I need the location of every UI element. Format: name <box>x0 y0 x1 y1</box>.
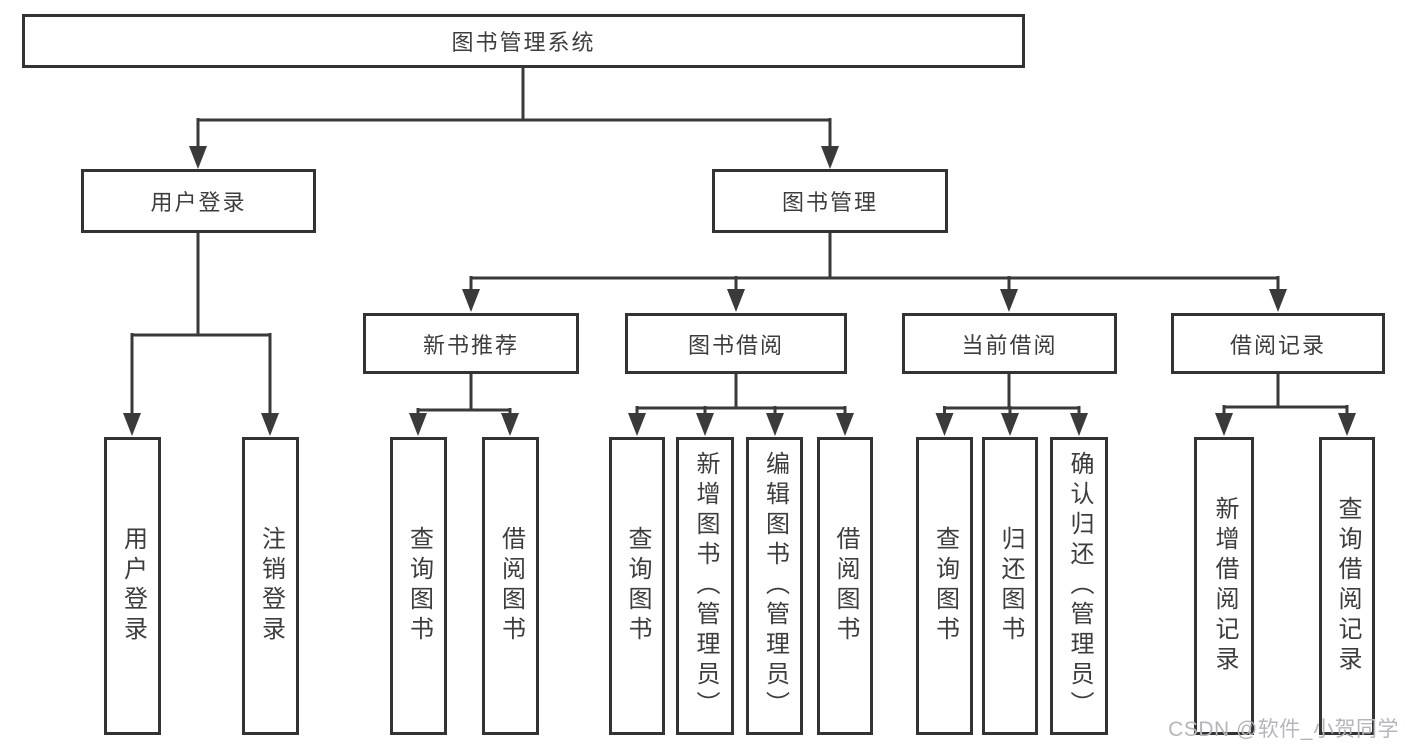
node-new-book-recommend: 新书推荐 <box>363 313 579 374</box>
node-leaf-confirm-return-admin: 确认归还（管理员） <box>1050 437 1108 735</box>
node-leaf-borrow-books: 借阅图书 <box>817 437 873 735</box>
node-leaf-current-query-books: 查询图书 <box>916 437 973 735</box>
node-leaf-logout: 注销登录 <box>242 437 299 735</box>
node-leaf-query-borrow-record: 查询借阅记录 <box>1319 437 1375 735</box>
node-book-borrow: 图书借阅 <box>625 313 847 374</box>
csdn-watermark: CSDN @软件_小贺同学 <box>1168 718 1399 741</box>
node-current-borrow: 当前借阅 <box>902 313 1117 374</box>
node-user-login-branch: 用户登录 <box>81 169 316 233</box>
connector-borrow-records-to-leaves <box>1215 374 1356 436</box>
node-book-management-branch: 图书管理 <box>712 169 948 233</box>
connector-root-to-level2 <box>189 68 839 169</box>
connector-current-borrow-to-leaves <box>935 374 1088 436</box>
node-leaf-newbook-borrow-books: 借阅图书 <box>482 437 539 735</box>
node-root-system: 图书管理系统 <box>22 14 1025 68</box>
node-leaf-add-borrow-record: 新增借阅记录 <box>1194 437 1254 735</box>
connector-book-management-to-level3 <box>462 233 1287 312</box>
connector-book-borrow-to-leaves <box>628 374 854 436</box>
node-leaf-return-books: 归还图书 <box>982 437 1038 735</box>
node-leaf-newbook-query-books: 查询图书 <box>390 437 447 735</box>
node-leaf-add-books-admin: 新增图书（管理员） <box>676 437 734 735</box>
node-borrow-records: 借阅记录 <box>1171 313 1385 374</box>
node-leaf-borrow-query-books: 查询图书 <box>609 437 665 735</box>
connector-user-login-to-leaves <box>123 233 279 436</box>
node-leaf-edit-books-admin: 编辑图书（管理员） <box>746 437 803 735</box>
node-leaf-user-login: 用户登录 <box>104 437 161 735</box>
connector-new-book-to-leaves <box>409 374 519 436</box>
